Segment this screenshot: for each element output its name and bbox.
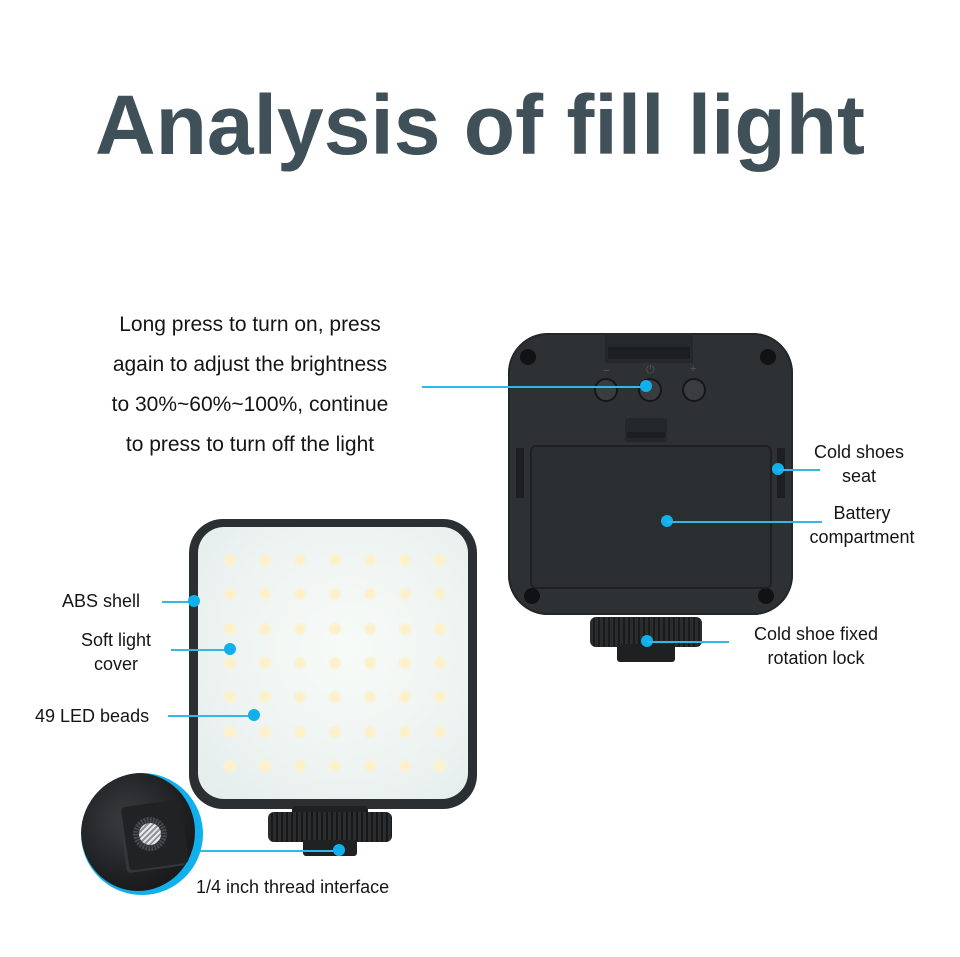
led-bead bbox=[222, 553, 237, 568]
led-bead bbox=[257, 690, 272, 705]
description-line: to press to turn off the light bbox=[125, 433, 375, 456]
power-icon: ⏻ bbox=[646, 364, 655, 376]
led-bead bbox=[292, 587, 307, 602]
led-bead bbox=[363, 587, 378, 602]
led-bead bbox=[398, 655, 413, 670]
shoe-mount-knob bbox=[268, 812, 392, 842]
top-tab-slot bbox=[608, 347, 690, 359]
screw-icon bbox=[760, 349, 776, 365]
side-cold-shoe-slot bbox=[516, 448, 524, 498]
shoe-mount-foot bbox=[303, 840, 357, 856]
cold-shoes-seat-label: Cold shoes seat bbox=[813, 442, 905, 486]
callout-line bbox=[647, 641, 729, 643]
led-bead bbox=[433, 553, 448, 568]
led-bead bbox=[292, 758, 307, 773]
description-line: Long press to turn on, press bbox=[119, 313, 381, 336]
brightness-up-button[interactable] bbox=[682, 378, 706, 402]
led-bead bbox=[363, 758, 378, 773]
led-bead bbox=[327, 724, 342, 739]
led-bead bbox=[222, 621, 237, 636]
led-bead bbox=[363, 553, 378, 568]
led-bead bbox=[257, 553, 272, 568]
abs-shell-label: ABS shell bbox=[62, 591, 141, 611]
thread-interface-label: 1/4 inch thread interface bbox=[196, 877, 390, 897]
minus-icon: − bbox=[603, 365, 610, 377]
led-bead bbox=[363, 724, 378, 739]
cold-shoe-lock-label: Cold shoe fixed rotation lock bbox=[753, 624, 879, 668]
led-bead bbox=[327, 587, 342, 602]
callout-line bbox=[168, 715, 254, 717]
brightness-down-button[interactable] bbox=[594, 378, 618, 402]
led-beads-label: 49 LED beads bbox=[35, 706, 150, 726]
callout-line bbox=[162, 601, 192, 603]
led-bead bbox=[327, 690, 342, 705]
led-bead bbox=[398, 621, 413, 636]
led-bead bbox=[433, 655, 448, 670]
callout-dot bbox=[224, 643, 236, 655]
led-bead bbox=[292, 655, 307, 670]
description-line: to 30%~60%~100%, continue bbox=[111, 393, 389, 416]
led-bead bbox=[398, 724, 413, 739]
led-bead bbox=[257, 621, 272, 636]
led-bead bbox=[363, 655, 378, 670]
led-bead bbox=[433, 690, 448, 705]
callout-line bbox=[171, 649, 229, 651]
led-bead bbox=[257, 655, 272, 670]
screw-icon bbox=[520, 349, 536, 365]
led-bead bbox=[398, 690, 413, 705]
battery-clip-groove bbox=[627, 432, 665, 438]
battery-compartment bbox=[530, 445, 772, 589]
led-bead bbox=[398, 587, 413, 602]
led-bead bbox=[292, 690, 307, 705]
shoe-mount-base bbox=[292, 806, 368, 816]
led-bead bbox=[222, 758, 237, 773]
callout-dot bbox=[188, 595, 200, 607]
led-bead bbox=[327, 655, 342, 670]
led-bead bbox=[433, 621, 448, 636]
screw-icon bbox=[758, 588, 774, 604]
led-bead bbox=[257, 724, 272, 739]
led-bead bbox=[433, 587, 448, 602]
callout-dot bbox=[640, 380, 652, 392]
battery-clip bbox=[625, 418, 667, 442]
power-button-description: Long press to turn on, press again to ad… bbox=[70, 305, 430, 465]
led-bead bbox=[292, 724, 307, 739]
led-bead bbox=[292, 621, 307, 636]
description-line: again to adjust the brightness bbox=[112, 353, 388, 376]
callout-line bbox=[422, 386, 646, 388]
led-bead bbox=[327, 553, 342, 568]
thread-icon bbox=[139, 823, 161, 845]
led-bead bbox=[222, 690, 237, 705]
led-bead bbox=[398, 553, 413, 568]
led-bead bbox=[433, 758, 448, 773]
screw-icon bbox=[524, 588, 540, 604]
led-bead bbox=[363, 690, 378, 705]
thread-interface-inset bbox=[81, 773, 203, 895]
led-bead bbox=[327, 621, 342, 636]
callout-line bbox=[778, 469, 820, 471]
led-bead bbox=[222, 724, 237, 739]
led-bead bbox=[222, 655, 237, 670]
led-bead bbox=[257, 587, 272, 602]
led-grid bbox=[212, 543, 458, 783]
led-bead bbox=[327, 758, 342, 773]
led-bead bbox=[363, 621, 378, 636]
plus-icon: + bbox=[690, 363, 697, 375]
led-bead bbox=[257, 758, 272, 773]
cold-shoe-foot bbox=[617, 644, 675, 662]
led-bead bbox=[433, 724, 448, 739]
page-title: Analysis of fill light bbox=[94, 78, 866, 172]
callout-dot bbox=[333, 844, 345, 856]
led-bead bbox=[398, 758, 413, 773]
led-bead bbox=[292, 553, 307, 568]
soft-light-cover-label: Soft light cover bbox=[80, 630, 152, 674]
callout-line bbox=[667, 521, 822, 523]
callout-dot bbox=[248, 709, 260, 721]
battery-compartment-label: Battery compartment bbox=[809, 503, 915, 547]
callout-line bbox=[200, 850, 340, 852]
soft-light-cover bbox=[198, 527, 468, 799]
led-bead bbox=[222, 587, 237, 602]
